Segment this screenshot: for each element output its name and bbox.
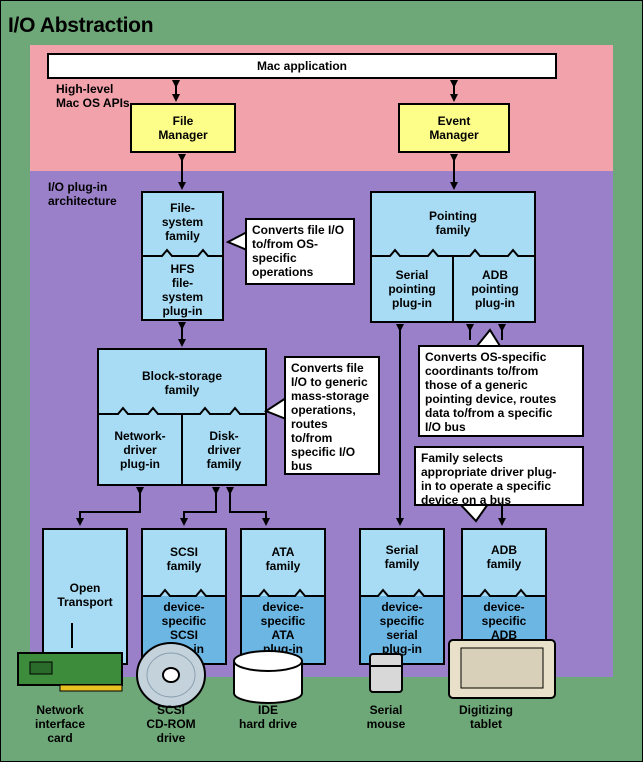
- connector-arrows: [76, 80, 506, 526]
- network-driver-plugin-label: Network- driver plug-in: [114, 429, 166, 471]
- mac-application-box: Mac application: [47, 53, 557, 79]
- hfs-plugin-label: HFS file- system plug-in: [161, 262, 204, 318]
- scsi-cdrom-label: SCSI CD-ROM drive: [146, 703, 196, 745]
- callout-pointing: Converts OS-specific coordinants to/from…: [418, 345, 584, 437]
- file-system-family-label: File- system family: [161, 201, 204, 243]
- callout-mass-storage: Converts file I/O to generic mass-storag…: [284, 356, 380, 475]
- open-transport-label: Open Transport: [57, 581, 113, 609]
- event-manager-box: Event Manager: [398, 103, 510, 153]
- diagram-title: I/O Abstraction: [8, 14, 154, 37]
- serial-family-label: Serial family: [384, 543, 420, 571]
- ide-drive-label: IDE hard drive: [238, 703, 298, 731]
- serial-mouse-label: Serial mouse: [366, 703, 406, 731]
- block-storage-divider: [98, 406, 266, 485]
- ata-family-label: ATA family: [265, 545, 301, 573]
- hfs-plugin-divider: [142, 248, 223, 257]
- scsi-family-label: SCSI family: [166, 545, 202, 573]
- tablet-label: Digitizing tablet: [459, 703, 513, 731]
- block-storage-family-label: Block-storage family: [141, 369, 223, 397]
- serial-pointing-plugin-label: Serial pointing plug-in: [388, 268, 436, 310]
- pointing-family-label: Pointing family: [429, 209, 477, 237]
- adb-family-label: ADB family: [486, 543, 522, 571]
- callout-pointers: [225, 231, 501, 523]
- plugin-architecture-label: I/O plug-in architecture: [48, 180, 117, 208]
- serial-plugin-label: device- specific serial plug-in: [379, 600, 425, 656]
- pointing-plugin-divider: [371, 248, 535, 322]
- high-level-label: High-level Mac OS APIs: [56, 82, 130, 110]
- adb-pointing-plugin-label: ADB pointing plug-in: [471, 268, 519, 310]
- bottom-plugin-dividers: [71, 588, 546, 648]
- file-manager-box: File Manager: [130, 103, 236, 153]
- callout-file-io: Converts file I/O to/from OS- specific o…: [245, 218, 355, 285]
- mouse-icon: [369, 653, 403, 693]
- disk-driver-family-label: Disk- driver family: [206, 429, 242, 471]
- hard-drive-icon: [233, 650, 303, 704]
- cd-rom-icon: [136, 642, 206, 708]
- open-transport-box: [42, 528, 128, 665]
- serial-plugin-box: [359, 596, 445, 665]
- network-card-icon: [17, 652, 123, 692]
- network-card-label: Network interface card: [34, 703, 86, 745]
- callout-family-selects: Family selects appropriate driver plug- …: [414, 446, 584, 507]
- tablet-icon: [448, 639, 556, 699]
